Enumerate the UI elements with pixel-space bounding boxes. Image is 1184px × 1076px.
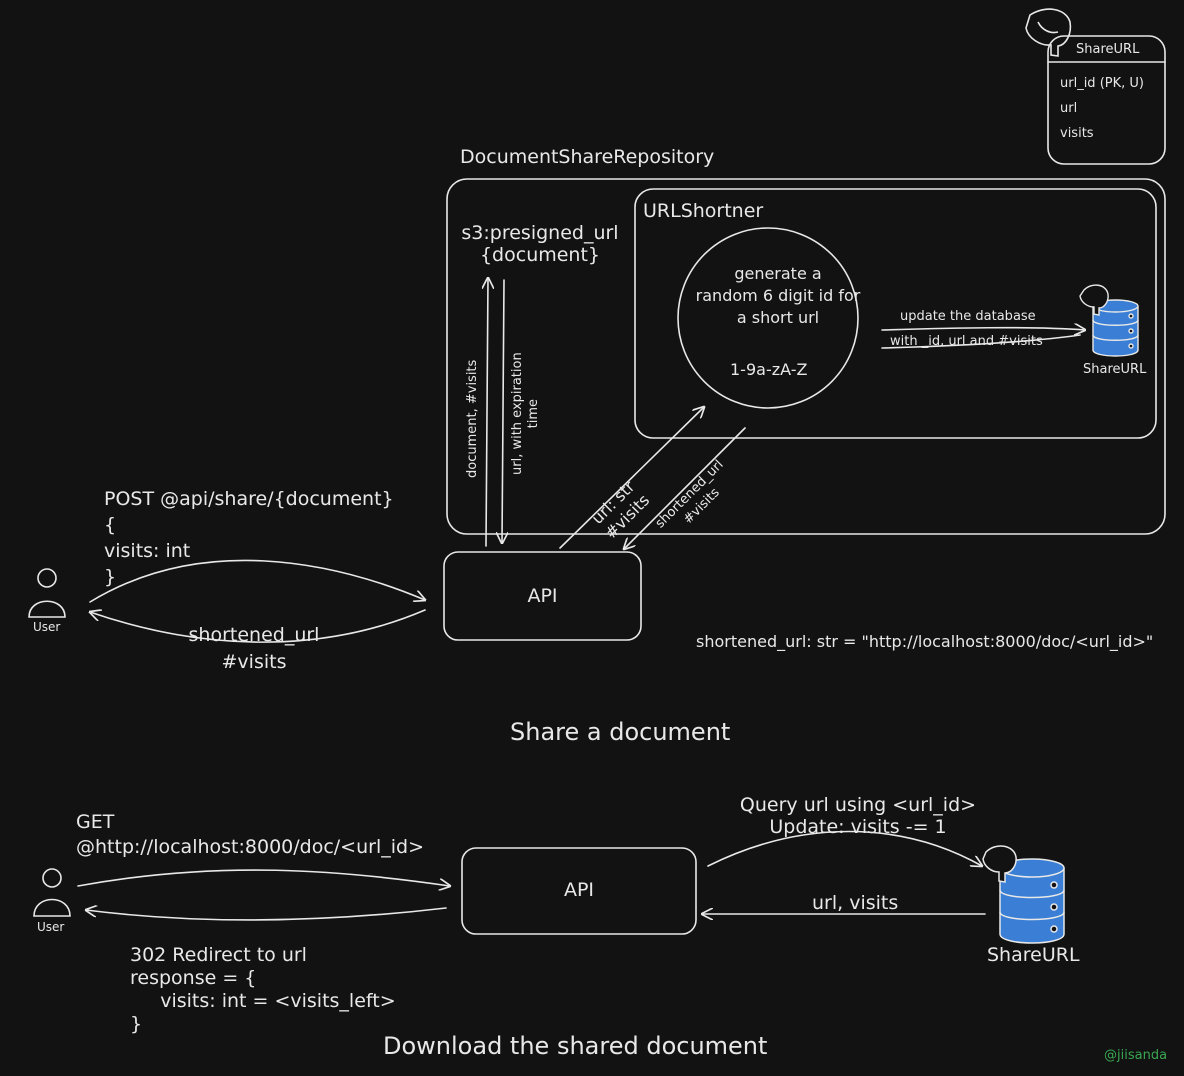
- charset-label: 1-9a-zA-Z: [730, 360, 808, 379]
- schema-field-url: url: [1060, 101, 1078, 116]
- update-db-label-bottom: with _id, url and #visits: [890, 334, 1043, 349]
- share-api-label: API: [527, 585, 558, 607]
- download-db-cylinder-icon: [999, 858, 1065, 944]
- repository-label: DocumentShareRepository: [460, 146, 715, 168]
- schema-table-box: [1047, 35, 1166, 165]
- share-response-label: shortened_url #visits: [188, 624, 320, 673]
- to-shortener-arrow: [559, 407, 704, 549]
- download-response-label: 302 Redirect to url response = { visits:…: [130, 944, 396, 1035]
- credit-label: @jiisanda: [1104, 1048, 1168, 1063]
- repository-box: [446, 178, 1166, 535]
- download-request-arrow: [77, 869, 450, 886]
- shortener-box: [634, 188, 1157, 439]
- download-api-label: API: [563, 879, 595, 901]
- download-response-arrow: [86, 908, 447, 921]
- from-shortener-arrow: [624, 427, 746, 549]
- schema-table-title: ShareURL: [1076, 42, 1140, 57]
- update-db-arrow: [881, 328, 1085, 330]
- to-s3-arrow: [486, 278, 488, 547]
- s3-label: s3:presigned_url {document}: [461, 222, 619, 266]
- update-db-label-top: update the database: [900, 309, 1036, 324]
- from-s3-label: url, with expiration time: [510, 352, 541, 475]
- share-db-cylinder-icon: [1092, 299, 1139, 357]
- download-db-label: ShareURL: [987, 944, 1080, 966]
- share-api-box: [443, 551, 642, 641]
- shortened-url-format-note: shortened_url: str = "http://localhost:8…: [696, 632, 1154, 651]
- shortener-label: URLShortner: [643, 200, 764, 222]
- download-user-icon: [33, 868, 71, 917]
- schema-field-url-id: url_id (PK, U): [1060, 76, 1144, 91]
- to-s3-label: document, #visits: [465, 359, 480, 478]
- share-response-arrow: [90, 610, 426, 643]
- update-db-return: [881, 334, 1081, 349]
- schema-field-visits: visits: [1060, 126, 1094, 141]
- generate-circle: [677, 227, 859, 409]
- from-s3-arrow: [502, 279, 504, 543]
- download-user-label: User: [37, 920, 65, 934]
- share-user-icon: [28, 568, 66, 618]
- schema-elephant-icon: [1025, 8, 1072, 57]
- download-request-label: GET @http://localhost:8000/doc/<url_id>: [76, 811, 424, 858]
- db-return-label: url, visits: [812, 892, 899, 914]
- share-section-title: Share a document: [510, 718, 731, 746]
- share-user-label: User: [33, 620, 61, 634]
- query-db-label: Query url using <url_id> Update: visits …: [739, 794, 977, 838]
- generate-text: generate a random 6 digit id for a short…: [695, 264, 861, 327]
- share-db-label: ShareURL: [1083, 362, 1147, 377]
- query-db-arrow: [707, 830, 982, 867]
- download-api-box: [461, 847, 697, 935]
- download-section-title: Download the shared document: [383, 1032, 768, 1060]
- share-request-arrow: [89, 559, 425, 603]
- share-request-label: POST @api/share/{document} { visits: int…: [104, 488, 394, 588]
- share-db-elephant-icon: [1079, 284, 1109, 316]
- download-db-elephant-icon: [982, 845, 1017, 883]
